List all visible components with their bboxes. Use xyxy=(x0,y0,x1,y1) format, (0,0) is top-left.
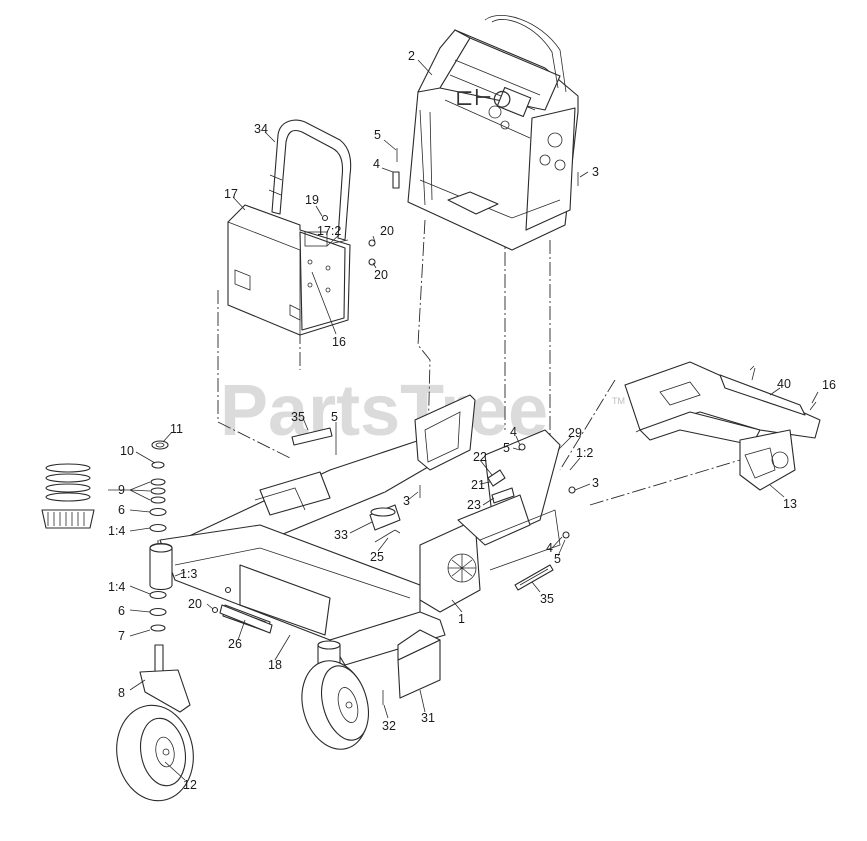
rear-bumper-assembly xyxy=(624,361,821,491)
callout-6: 6 xyxy=(118,604,125,618)
callout-22: 22 xyxy=(473,450,487,464)
fuel-tank-assembly xyxy=(227,119,352,336)
callout-5: 5 xyxy=(554,552,561,566)
callout-29: 29 xyxy=(568,426,582,440)
callout-23: 23 xyxy=(467,498,481,512)
small-parts xyxy=(211,148,817,705)
callout-33: 33 xyxy=(334,528,348,542)
callout-40: 40 xyxy=(777,377,791,391)
watermark: PartsTree TM xyxy=(220,371,625,451)
callout-20: 20 xyxy=(380,224,394,238)
callout-1-2: 1:2 xyxy=(576,446,593,460)
callout-labels: 2 5 4 3 34 17 19 17:2 20 20 16 40 16 13 … xyxy=(108,49,836,792)
callout-17: 17 xyxy=(224,187,238,201)
callout-12: 12 xyxy=(183,778,197,792)
callout-20: 20 xyxy=(188,597,202,611)
callout-7: 7 xyxy=(118,629,125,643)
callout-34: 34 xyxy=(254,122,268,136)
watermark-trademark: TM xyxy=(612,396,625,406)
callout-35: 35 xyxy=(540,592,554,606)
callout-16: 16 xyxy=(332,335,346,349)
callout-10: 10 xyxy=(120,444,134,458)
callout-3: 3 xyxy=(403,494,410,508)
leader-lines xyxy=(108,59,819,781)
callout-8: 8 xyxy=(118,686,125,700)
callout-9: 9 xyxy=(118,483,125,497)
callout-5: 5 xyxy=(331,410,338,424)
callout-16: 16 xyxy=(822,378,836,392)
callout-1-4: 1:4 xyxy=(108,524,125,538)
callout-13: 13 xyxy=(783,497,797,511)
callout-1-3: 1:3 xyxy=(180,567,197,581)
callout-5: 5 xyxy=(374,128,381,142)
callout-11: 11 xyxy=(170,422,183,436)
caster-assembly xyxy=(116,644,194,802)
callout-2: 2 xyxy=(408,49,415,63)
caster-hardware-stack xyxy=(41,440,169,632)
callout-1-4: 1:4 xyxy=(108,580,125,594)
drive-wheel xyxy=(301,660,369,750)
callout-31: 31 xyxy=(421,711,435,725)
callout-21: 21 xyxy=(471,478,485,492)
callout-3: 3 xyxy=(592,476,599,490)
callout-25: 25 xyxy=(370,550,384,564)
callout-32: 32 xyxy=(382,719,396,733)
callout-35: 35 xyxy=(291,410,305,424)
callout-6: 6 xyxy=(118,503,125,517)
callout-19: 19 xyxy=(305,193,319,207)
callout-3: 3 xyxy=(592,165,599,179)
callout-5: 5 xyxy=(503,441,510,455)
callout-4: 4 xyxy=(546,541,553,555)
callout-20: 20 xyxy=(374,268,388,282)
callout-1: 1 xyxy=(458,612,465,626)
callout-4: 4 xyxy=(373,157,380,171)
alignment-lines xyxy=(157,219,741,555)
control-console-assembly: ⊏⊢○ xyxy=(407,15,579,251)
callout-26: 26 xyxy=(228,637,242,651)
callout-18: 18 xyxy=(268,658,282,672)
watermark-text: PartsTree xyxy=(220,371,548,451)
callout-4: 4 xyxy=(510,425,517,439)
callout-17-2: 17:2 xyxy=(317,224,341,238)
console-decal-glyphs: ⊏⊢○ xyxy=(455,86,512,111)
